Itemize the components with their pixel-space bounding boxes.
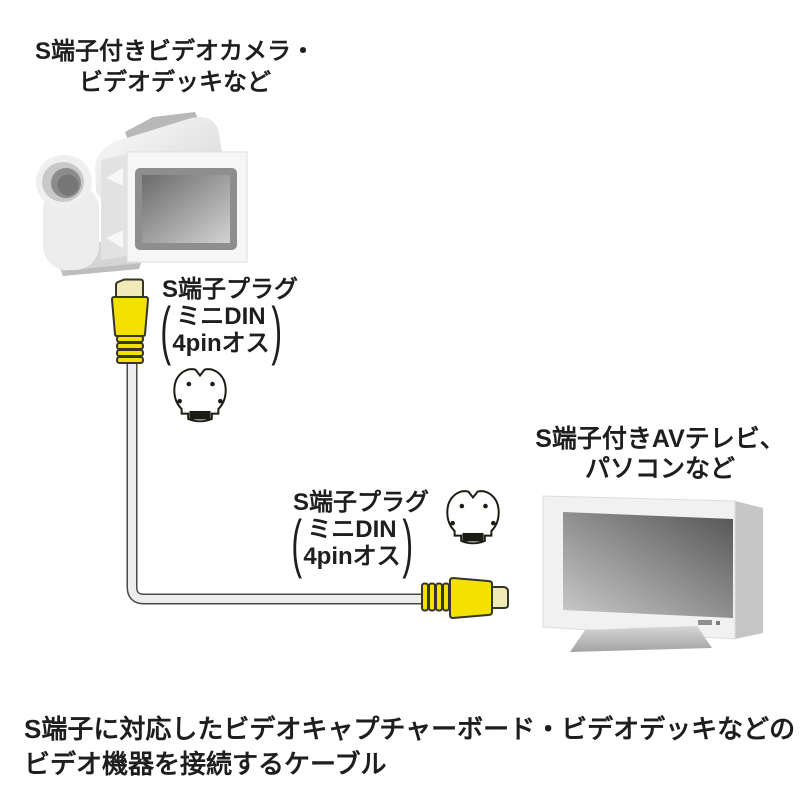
camcorder-lens-glass: [57, 174, 79, 196]
plug-ridge: [428, 582, 436, 612]
plug-ridge: [421, 582, 429, 612]
mini-din-face-icon: [446, 490, 500, 545]
plug2-title: S端子プラグ: [293, 489, 430, 516]
camcorder-strap-highlight-bottom: [106, 230, 123, 248]
plug-ridge: [442, 582, 450, 612]
din-pin: [186, 381, 192, 387]
tv-side-panel: [735, 501, 763, 639]
open-paren: (: [291, 507, 302, 579]
caption: S端子に対応したビデオキャプチャーボード・ビデオデッキなどの ビデオ機器を接続す…: [24, 712, 796, 782]
camera-label: S端子付きビデオカメラ・ ビデオデッキなど: [20, 36, 330, 98]
plug-body: [110, 296, 150, 337]
camcorder-lcd-screen: [142, 175, 230, 243]
plug1-sub: ( ミニDIN 4pinオス ): [155, 294, 298, 366]
plug2-sub: ( ミニDIN 4pinオス ): [286, 507, 429, 579]
plug-ridge: [116, 342, 144, 350]
plug-body: [449, 576, 493, 620]
close-paren: ): [401, 507, 413, 579]
mini-din-face-icon: [173, 368, 227, 423]
plug1-detail-line1: ミニDIN: [176, 303, 266, 330]
plug-ridge: [116, 349, 144, 357]
plug-tip: [115, 278, 144, 298]
s-video-plug-up-icon: [110, 278, 150, 364]
camcorder-base-edge: [61, 263, 141, 276]
tv-label-line1: S端子付きAVテレビ、: [535, 425, 785, 453]
plug2-detail-line1: ミニDIN: [307, 516, 397, 543]
close-paren: ): [270, 294, 282, 366]
tv-button-strip: [698, 620, 712, 625]
plug2-label: S端子プラグ ( ミニDIN 4pinオス ): [286, 489, 430, 579]
camcorder-strap: [101, 154, 128, 260]
plug1-label: S端子プラグ ( ミニDIN 4pinオス ): [155, 276, 299, 366]
din-keyway: [189, 410, 211, 420]
din-pin: [218, 398, 223, 404]
cable-body: [128, 362, 434, 603]
plug2-detail-line2: 4pinオス: [303, 543, 401, 570]
tv-screen: [563, 512, 733, 618]
din-keyway: [462, 532, 484, 542]
din-pin: [210, 381, 215, 387]
plug1-detail-line2: 4pinオス: [172, 330, 270, 357]
plug-ridge: [116, 335, 144, 343]
din-pin: [450, 520, 455, 526]
open-paren: (: [160, 294, 171, 366]
camcorder-strap-highlight-top: [106, 168, 123, 186]
plug-tip: [491, 586, 509, 609]
camera-label-line2: ビデオデッキなど: [79, 69, 271, 96]
din-pin: [177, 398, 182, 404]
plug1-title: S端子プラグ: [162, 276, 299, 303]
s-video-plug-right-icon: [421, 576, 509, 620]
tv-power-led: [716, 621, 720, 625]
din-pin: [483, 503, 488, 509]
flat-screen-tv-illustration: [542, 495, 763, 652]
caption-line1: S端子に対応したビデオキャプチャーボード・ビデオデッキなどの: [24, 714, 796, 744]
tv-label-line2: パソコンなど: [584, 455, 735, 483]
plug-ridge: [116, 356, 144, 364]
tv-label: S端子付きAVテレビ、 パソコンなど: [520, 424, 800, 484]
camcorder-illustration: [36, 112, 248, 276]
din-pin: [491, 520, 496, 526]
camera-label-line1: S端子付きビデオカメラ・: [34, 38, 315, 65]
plug-ridge: [435, 582, 443, 612]
tv-stand-base: [570, 626, 712, 652]
caption-line2: ビデオ機器を接続するケーブル: [24, 749, 387, 779]
s-video-cable: [126, 362, 434, 605]
din-pin: [459, 503, 465, 509]
